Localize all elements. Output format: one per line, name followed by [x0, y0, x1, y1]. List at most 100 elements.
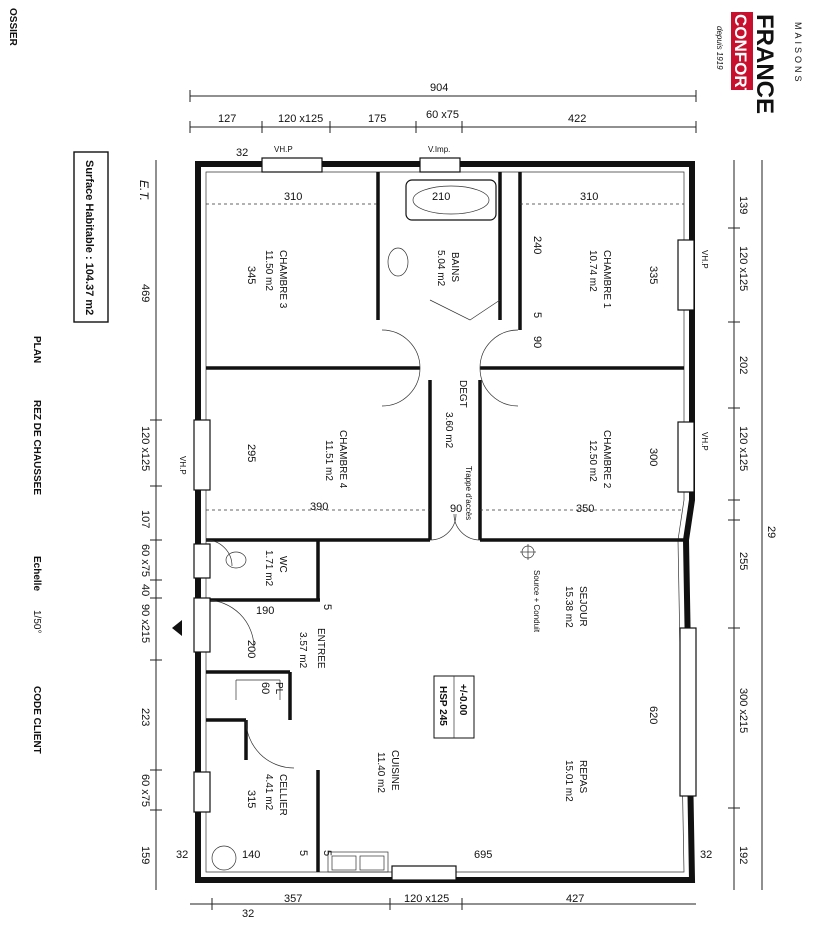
- dim-ch4-width: 390: [310, 501, 328, 513]
- room-area: 10.74 m2: [587, 250, 598, 292]
- plan-labels: VH.P V.Imp. VH.P VH.P VH.P PL Trappe d'a…: [178, 145, 709, 739]
- room-name: SEJOUR: [577, 586, 588, 627]
- room-area: 15.38 m2: [563, 586, 574, 628]
- scale-label: Echelle: [31, 556, 42, 591]
- left-dim-8: 60 x75: [139, 774, 151, 807]
- room-chambre-3: CHAMBRE 3 11.50 m2: [263, 250, 288, 309]
- dim-repas-height: 620: [647, 706, 659, 724]
- dim-degt-c: 90: [450, 503, 462, 515]
- room-area: 11.50 m2: [263, 250, 274, 291]
- room-wc: WC 1.71 m2: [263, 550, 288, 587]
- entry-arrow: [172, 620, 182, 636]
- room-sejour: SEJOUR 15.38 m2: [563, 586, 588, 628]
- room-area: 5.04 m2: [435, 250, 446, 287]
- dim-entree-height: 200: [245, 640, 257, 658]
- room-area: 3.57 m2: [297, 632, 308, 669]
- dim-ch3-width: 310: [284, 191, 302, 203]
- source-label: Source + Conduit: [532, 570, 541, 633]
- left-dim-3: 107: [139, 510, 151, 528]
- brand-logo: MAISONS FRANCE CONFORT depuis 1919: [715, 12, 803, 114]
- interior-walls: [206, 172, 686, 872]
- room-name: CELLIER: [277, 774, 288, 816]
- right-dim-4: 120 x125: [737, 426, 749, 471]
- bottom-seg-1: 32: [242, 908, 254, 920]
- vhp-right-2: VH.P: [700, 432, 709, 451]
- brand-line3: CONFORT: [731, 14, 750, 99]
- surface-box: [73, 151, 109, 323]
- room-area: 12.50 m2: [587, 440, 598, 482]
- right-dim-7: 300 x215: [737, 688, 749, 733]
- hsp-label: HSP 245: [437, 686, 448, 726]
- door-swings: [205, 299, 519, 769]
- pl-label: PL: [273, 682, 284, 695]
- right-dim-6: 255: [737, 552, 749, 570]
- dim-cellier-width: 140: [242, 849, 260, 861]
- right-dim-3: 202: [737, 356, 749, 374]
- dim-ch3-height: 345: [245, 266, 257, 284]
- room-entree: ENTREE 3.57 m2: [297, 628, 326, 669]
- dim-bath-width: 210: [432, 191, 450, 203]
- top-total-dim: 904: [430, 82, 448, 94]
- top-seg-4: 60 x75: [426, 109, 459, 121]
- right-dim-5: 29: [765, 526, 777, 538]
- left-dim-9: 159: [139, 846, 151, 864]
- room-degt: DEGT 3.60 m2: [443, 380, 468, 449]
- vimp-top: V.Imp.: [428, 145, 450, 154]
- dim-ch2-width: 350: [576, 503, 594, 515]
- dim-cellier-height: 315: [245, 790, 257, 808]
- dim-c5: 32: [236, 147, 248, 159]
- corner-note: E.T.: [137, 180, 151, 201]
- top-seg-2: 120 x125: [278, 113, 323, 125]
- boiler: [211, 845, 237, 871]
- bathtub: [405, 179, 497, 221]
- trappe-label: Trappe d'accès: [464, 466, 473, 520]
- vhp-left: VH.P: [178, 456, 187, 475]
- bottom-seg-3: 120 x125: [404, 893, 449, 905]
- client-code-label: CODE CLIENT: [31, 686, 42, 754]
- room-name: ENTREE: [315, 628, 326, 669]
- level-mark: +/-0.00: [457, 684, 468, 716]
- top-dimensions: 904 127 120 x125 175 60 x75 422: [189, 82, 697, 133]
- bottom-seg-4: 427: [566, 893, 584, 905]
- dim-ch1-height: 335: [647, 266, 659, 284]
- dossier-label: OSSIER: [7, 8, 18, 47]
- room-name: WC: [277, 556, 288, 573]
- left-dim-5: 40: [139, 584, 151, 596]
- bottom-seg-2: 357: [284, 893, 302, 905]
- left-dim-1: 469: [139, 284, 151, 302]
- bath-sink: [387, 247, 409, 277]
- fixtures: [172, 179, 536, 873]
- brand-since: depuis 1919: [715, 26, 724, 70]
- kitchen-sink: [327, 851, 389, 873]
- dim-c4: 32: [700, 849, 712, 861]
- room-name: CHAMBRE 1: [601, 250, 612, 309]
- room-name: CHAMBRE 2: [601, 430, 612, 489]
- dim-c3: 32: [176, 849, 188, 861]
- brand-line1: MAISONS: [793, 22, 803, 85]
- room-name: CUISINE: [389, 750, 400, 791]
- room-area: 11.51 m2: [323, 440, 334, 481]
- left-dim-6: 90 x215: [139, 604, 151, 643]
- dim-ch1-width: 310: [580, 191, 598, 203]
- dim-degt-a: 5: [531, 312, 543, 318]
- dim-ch4-height: 295: [245, 444, 257, 462]
- left-dimensions: 469 120 x125 107 60 x75 40 90 x215 223 6…: [139, 160, 162, 890]
- top-seg-1: 127: [218, 113, 236, 125]
- bottom-dimensions: 32 357 120 x125 427: [190, 893, 696, 920]
- left-dim-2: 120 x125: [139, 426, 151, 471]
- room-area: 4.41 m2: [263, 774, 274, 811]
- room-repas: REPAS 15.01 m2: [563, 760, 588, 802]
- surface-label: Surface Habitable : 104.37 m2: [83, 160, 95, 315]
- room-name: REPAS: [577, 760, 588, 793]
- vhp-top: VH.P: [274, 145, 293, 154]
- room-name: CHAMBRE 3: [277, 250, 288, 309]
- dim-degt-b: 90: [531, 336, 543, 348]
- right-dim-1: 139: [737, 196, 749, 214]
- dim-cuisine-width: 695: [474, 849, 492, 861]
- dim-ch2-height: 300: [647, 448, 659, 466]
- vhp-right-1: VH.P: [700, 250, 709, 269]
- top-seg-3: 175: [368, 113, 386, 125]
- right-dim-8: 192: [737, 846, 749, 864]
- room-chambre-1: CHAMBRE 1 10.74 m2: [587, 250, 612, 309]
